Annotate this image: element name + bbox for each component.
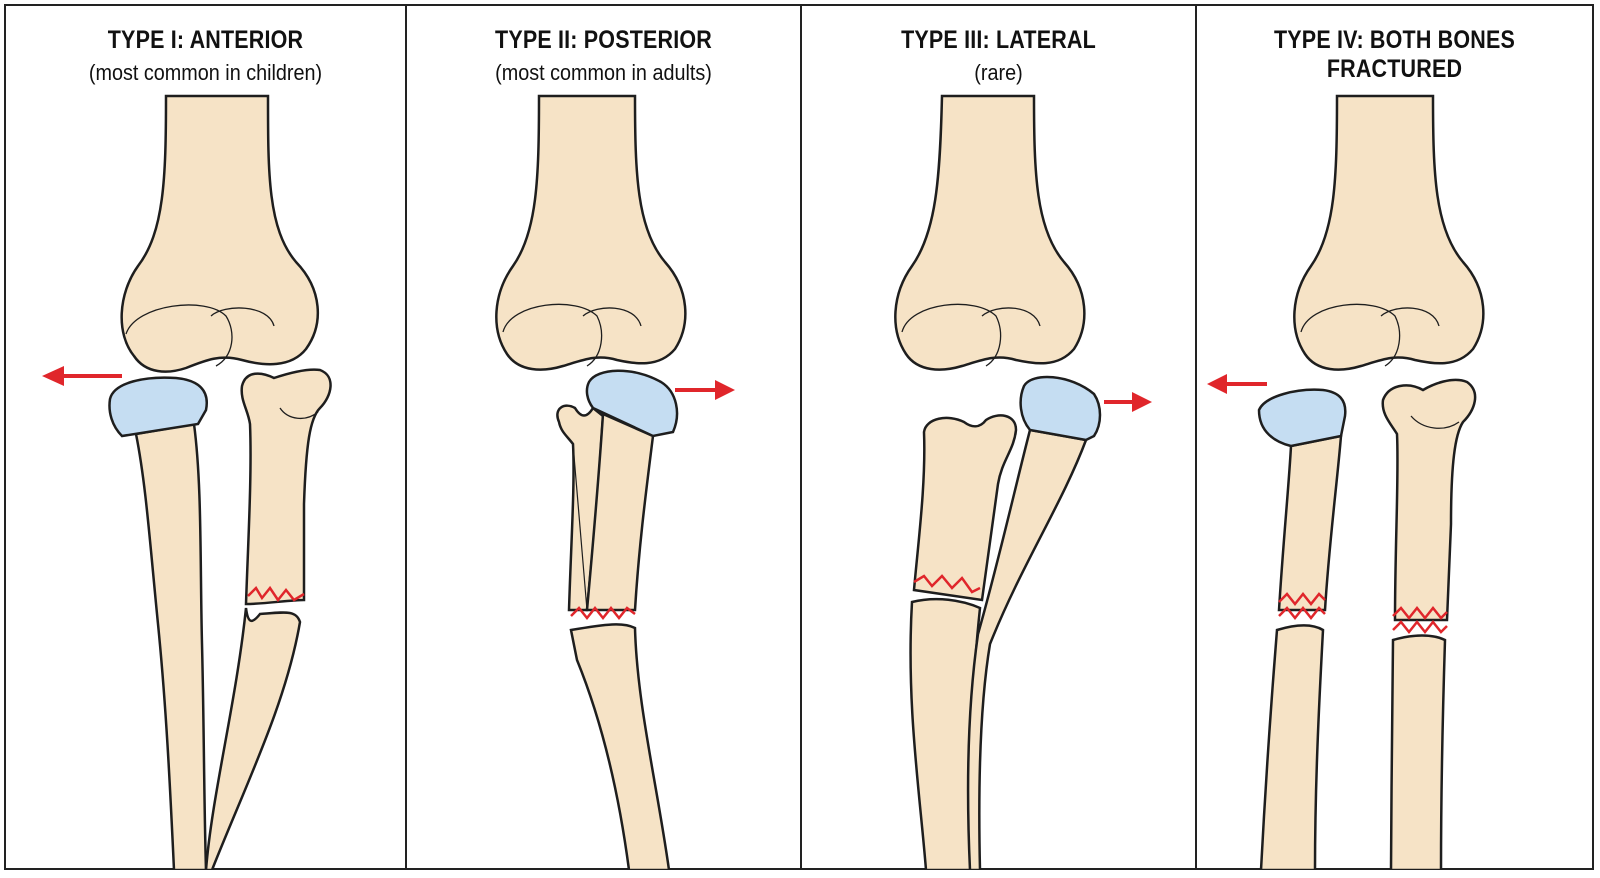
type-1-anterior-illustration bbox=[42, 94, 332, 870]
panel-title: TYPE III: LATERAL bbox=[901, 26, 1096, 54]
radial-head-cartilage bbox=[585, 369, 679, 438]
type-2-posterior-illustration bbox=[495, 94, 735, 870]
humerus bbox=[495, 94, 687, 371]
arrow-icon bbox=[42, 366, 122, 386]
radius bbox=[966, 428, 1088, 870]
radius bbox=[134, 422, 208, 870]
humerus bbox=[120, 94, 320, 373]
panel-subtitle: (most common in children) bbox=[88, 60, 323, 85]
ulna bbox=[240, 368, 332, 606]
panel-type-1: TYPE I: ANTERIOR (most common in childre… bbox=[6, 4, 405, 870]
fracture-line bbox=[247, 585, 305, 603]
type-4-both-bones-illustration bbox=[1207, 94, 1485, 870]
panel-type-2: TYPE II: POSTERIOR (most common in adult… bbox=[407, 4, 800, 870]
fracture-line bbox=[570, 605, 636, 621]
radius bbox=[1277, 434, 1343, 612]
panel-divider bbox=[800, 4, 802, 870]
radial-head-cartilage bbox=[1019, 375, 1102, 442]
panel-title: TYPE I: ANTERIOR bbox=[107, 26, 304, 54]
panel-divider bbox=[1195, 4, 1197, 870]
panel-subtitle: (rare) bbox=[974, 60, 1023, 85]
panel-title: TYPE II: POSTERIOR bbox=[495, 26, 712, 54]
fracture-line bbox=[1392, 619, 1448, 635]
diagram-frame bbox=[4, 4, 1594, 870]
fracture-line bbox=[1278, 605, 1326, 621]
arrow-icon bbox=[675, 380, 735, 400]
radial-head-cartilage bbox=[108, 376, 209, 438]
panel-type-4: TYPE IV: BOTH BONES FRACTURED bbox=[1197, 4, 1592, 870]
fracture-line bbox=[913, 574, 981, 594]
ulna bbox=[1381, 378, 1477, 622]
radial-head-cartilage bbox=[1257, 388, 1347, 448]
ulna bbox=[912, 414, 1018, 602]
fracture-line bbox=[1392, 605, 1448, 621]
fracture-line bbox=[1278, 591, 1326, 607]
panel-title: TYPE IV: BOTH BONES FRACTURED bbox=[1273, 26, 1515, 83]
type-3-lateral-illustration bbox=[894, 94, 1152, 870]
panel-divider bbox=[405, 4, 407, 870]
arrow-icon bbox=[1207, 374, 1267, 394]
panel-type-3: TYPE III: LATERAL (rare) bbox=[802, 4, 1195, 870]
humerus bbox=[1293, 94, 1485, 371]
humerus bbox=[894, 94, 1086, 371]
arrow-icon bbox=[1104, 392, 1152, 412]
panel-subtitle: (most common in adults) bbox=[495, 60, 712, 85]
